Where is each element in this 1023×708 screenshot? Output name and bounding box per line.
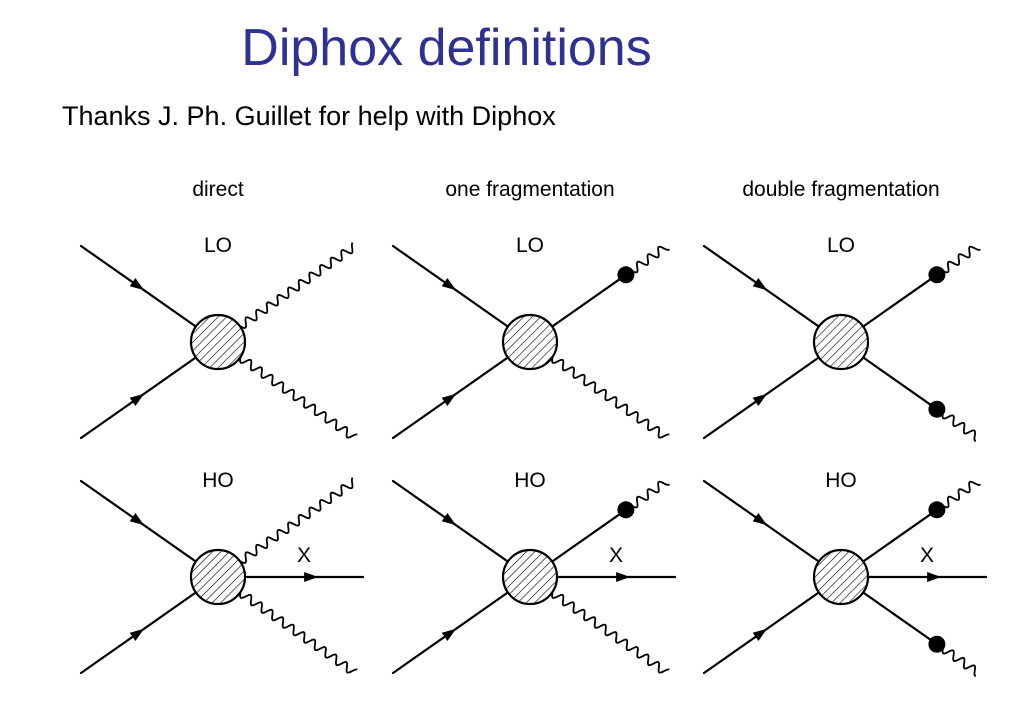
fermion-arrow-icon <box>441 628 457 641</box>
fragmentation-blob-icon <box>928 501 946 519</box>
fragmentation-blob-icon <box>928 400 946 418</box>
fragmenting-parton-line <box>862 508 939 563</box>
order-label: LO <box>827 234 855 257</box>
outgoing-photon-wavy-line <box>239 357 358 439</box>
outgoing-photon-wavy-line <box>941 648 976 677</box>
fragmenting-parton-line <box>862 356 939 411</box>
order-label: LO <box>516 234 544 257</box>
outgoing-photon-wavy-line <box>631 245 670 274</box>
fermion-arrow-icon <box>752 278 768 291</box>
extra-particle-arrow-icon <box>927 572 942 582</box>
outgoing-photon-wavy-line <box>941 413 976 442</box>
fragmenting-parton-line <box>862 591 939 646</box>
outgoing-photon-wavy-line <box>942 245 981 274</box>
hard-process-blob-icon <box>501 548 559 606</box>
fermion-arrow-icon <box>129 513 145 526</box>
extra-particle-arrow-icon <box>616 572 631 582</box>
fragmentation-blob-icon <box>617 266 635 284</box>
fermion-arrow-icon <box>752 393 768 406</box>
order-label: HO <box>825 469 857 492</box>
slide-title: Diphox definitions <box>241 19 652 77</box>
extra-particle-arrow-icon <box>304 572 319 582</box>
outgoing-photon-wavy-line <box>551 357 670 439</box>
hard-process-blob-icon <box>812 313 870 371</box>
fragmenting-parton-line <box>551 273 628 328</box>
extra-particle-label: X <box>297 544 311 567</box>
fermion-arrow-icon <box>129 628 145 641</box>
fermion-arrow-icon <box>129 393 145 406</box>
outgoing-photon-wavy-line <box>240 477 354 564</box>
extra-particle-label: X <box>920 544 934 567</box>
fermion-arrow-icon <box>752 513 768 526</box>
order-label: LO <box>204 234 232 257</box>
fragmenting-parton-line <box>551 508 628 563</box>
fragmenting-parton-line <box>862 273 939 328</box>
fragmentation-blob-icon <box>928 266 946 284</box>
order-label: HO <box>202 469 234 492</box>
fragmentation-blob-icon <box>928 635 946 653</box>
fragmentation-blob-icon <box>617 501 635 519</box>
hard-process-blob-icon <box>189 548 247 606</box>
outgoing-photon-wavy-line <box>551 592 670 674</box>
fermion-arrow-icon <box>752 628 768 641</box>
hard-process-blob-icon <box>189 313 247 371</box>
slide-subtitle: Thanks J. Ph. Guillet for help with Diph… <box>62 101 556 131</box>
fermion-arrow-icon <box>441 513 457 526</box>
order-label: HO <box>514 469 546 492</box>
outgoing-photon-wavy-line <box>631 480 670 509</box>
fermion-arrow-icon <box>129 278 145 291</box>
outgoing-photon-wavy-line <box>942 480 981 509</box>
column-heading-double-fragmentation: double fragmentation <box>742 178 940 201</box>
fermion-arrow-icon <box>441 278 457 291</box>
column-heading-direct: direct <box>192 178 244 201</box>
hard-process-blob-icon <box>812 548 870 606</box>
hard-process-blob-icon <box>501 313 559 371</box>
fermion-arrow-icon <box>441 393 457 406</box>
outgoing-photon-wavy-line <box>239 592 358 674</box>
column-heading-one-fragmentation: one fragmentation <box>445 178 615 201</box>
extra-particle-label: X <box>609 544 623 567</box>
outgoing-photon-wavy-line <box>240 242 354 329</box>
